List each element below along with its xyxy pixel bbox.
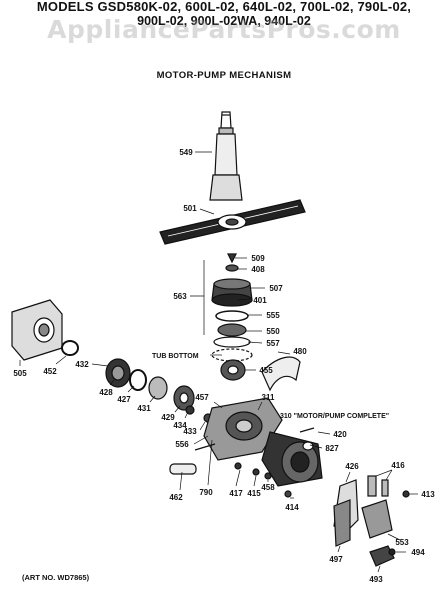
label-458: 458 (261, 483, 275, 492)
models-line-1: MODELS GSD580K-02, 600L-02, 640L-02, 700… (36, 0, 412, 14)
part-493-icon (369, 545, 395, 567)
label-505: 505 (13, 369, 27, 378)
upper-spray-tube (209, 111, 243, 201)
label-426: 426 (345, 462, 359, 471)
diagram-title: MOTOR-PUMP MECHANISM (156, 70, 292, 81)
label-416: 416 (391, 461, 405, 470)
label-428: 428 (99, 388, 113, 397)
label-509: 509 (251, 254, 265, 263)
label-420: 420 (333, 430, 347, 439)
pump-housing (203, 397, 283, 461)
label-429: 429 (161, 413, 175, 422)
label-556: 556 (175, 440, 189, 449)
label-493: 493 (369, 575, 383, 584)
part-462-hose (169, 463, 197, 475)
part-413-icon (402, 490, 410, 498)
label-434: 434 (173, 421, 187, 430)
label-414: 414 (285, 503, 299, 512)
part-480-icon (261, 356, 301, 392)
part-417-icon (234, 462, 242, 470)
label-827: 827 (325, 444, 339, 453)
label-494: 494 (411, 548, 425, 557)
label-311: 311 (262, 393, 275, 402)
motor-pump-complete-label: 310 "MOTOR/PUMP COMPLETE" (280, 413, 389, 420)
label-415: 415 (247, 489, 261, 498)
part-416-icon (367, 475, 377, 497)
art-number: (ART NO. WD7865) (22, 573, 90, 582)
label-432: 432 (75, 360, 89, 369)
label-408: 408 (251, 265, 265, 274)
label-433: 433 (183, 427, 197, 436)
part-434-icon (185, 405, 195, 415)
label-507: 507 (269, 284, 283, 293)
part-497-icon (333, 499, 351, 547)
part-415-icon (252, 468, 260, 476)
part-553-icon (361, 499, 393, 539)
models-header: MODELS GSD580K-02, 600L-02, 640L-02, 700… (0, 0, 448, 28)
part-557-gasket (213, 336, 251, 348)
part-420-icon (299, 427, 315, 433)
label-563: 563 (173, 292, 187, 301)
motor (261, 431, 323, 487)
label-431: 431 (137, 404, 151, 413)
part-555-ring (215, 310, 249, 322)
tub-bottom-label: TUB BOTTOM (152, 353, 199, 360)
watermark: AppliancePartsPros.com (47, 15, 401, 44)
part-509-icon (227, 253, 237, 264)
part-494-icon (388, 548, 396, 556)
label-790: 790 (199, 488, 213, 497)
label-401: 401 (253, 296, 267, 305)
spray-arm (159, 199, 306, 245)
part-414-icon (284, 490, 292, 498)
label-427: 427 (117, 395, 131, 404)
impeller (105, 358, 131, 388)
label-553: 553 (395, 538, 409, 547)
label-480: 480 (293, 347, 307, 356)
part-431-icon (148, 376, 168, 400)
part-452-clamp (61, 340, 79, 356)
label-462: 462 (169, 493, 183, 502)
label-501: 501 (183, 204, 197, 213)
label-417: 417 (229, 489, 243, 498)
label-550: 550 (266, 327, 280, 336)
label-497: 497 (329, 555, 343, 564)
part-427-ring (129, 369, 147, 391)
part-408-icon (225, 264, 239, 272)
label-555: 555 (266, 311, 280, 320)
wash-arm-housing (211, 278, 253, 307)
models-line-2: 900L-02, 900L-02WA, 940L-02 (137, 14, 311, 28)
part-550-icon (217, 323, 247, 337)
inlet-housing (11, 299, 63, 361)
label-549: 549 (179, 148, 193, 157)
part-455-icon (220, 359, 246, 381)
label-455: 455 (259, 366, 273, 375)
label-557: 557 (266, 339, 280, 348)
part-458-icon (264, 472, 272, 480)
label-413: 413 (421, 490, 435, 499)
label-452: 452 (43, 367, 57, 376)
label-457: 457 (195, 393, 209, 402)
